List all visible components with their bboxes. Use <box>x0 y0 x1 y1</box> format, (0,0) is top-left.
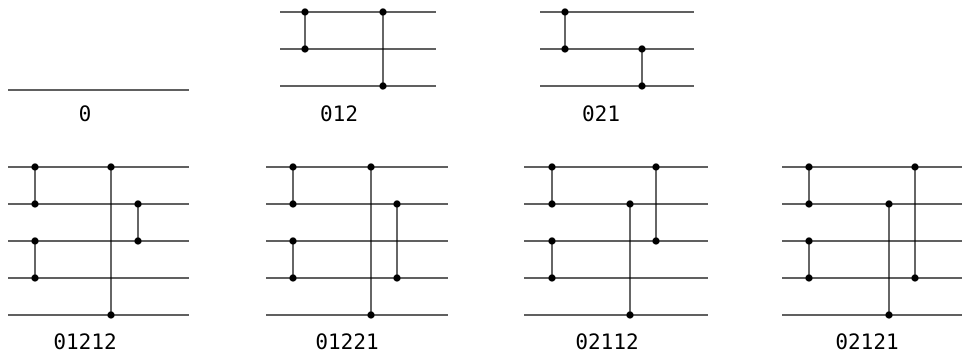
gate-dot <box>626 311 634 319</box>
gate-dot <box>638 82 646 90</box>
diagram-label-02121: 02121 <box>835 330 899 354</box>
gate-dot <box>367 163 375 171</box>
diagram-label-01212: 01212 <box>53 330 117 354</box>
gate-dot <box>379 82 387 90</box>
gate-dot <box>289 237 297 245</box>
gate-dot <box>31 237 39 245</box>
gate-dot <box>289 200 297 208</box>
gate-dot <box>805 163 813 171</box>
gate-dot <box>911 163 919 171</box>
gate-dot <box>31 163 39 171</box>
gate-dot <box>548 200 556 208</box>
diagram-label-01221: 01221 <box>315 330 379 354</box>
gate-dot <box>652 237 660 245</box>
gate-dot <box>393 274 401 282</box>
gate-dot <box>134 237 142 245</box>
gate-dot <box>367 311 375 319</box>
gate-dot <box>548 237 556 245</box>
diagram-label-012: 012 <box>320 102 358 126</box>
gate-dot <box>652 163 660 171</box>
diagram-label-0: 0 <box>78 102 92 126</box>
gate-dot <box>805 200 813 208</box>
diagram-label-021: 021 <box>582 102 620 126</box>
gate-dot <box>31 274 39 282</box>
gate-dot <box>548 274 556 282</box>
gate-dot <box>107 311 115 319</box>
gate-dot <box>548 163 556 171</box>
gate-dot <box>107 163 115 171</box>
gate-dot <box>638 45 646 53</box>
diagram-label-02112: 02112 <box>575 330 639 354</box>
gate-dot <box>885 311 893 319</box>
gate-dot <box>911 274 919 282</box>
gate-dot <box>885 200 893 208</box>
gate-dot <box>393 200 401 208</box>
gate-dot <box>31 200 39 208</box>
gate-dot <box>301 8 309 16</box>
gate-dot <box>626 200 634 208</box>
gate-dot <box>561 8 569 16</box>
gate-dot <box>379 8 387 16</box>
gate-dot <box>289 274 297 282</box>
gate-dot <box>561 45 569 53</box>
gate-dot <box>805 237 813 245</box>
gate-dot <box>134 200 142 208</box>
gate-dot <box>301 45 309 53</box>
gate-dot <box>289 163 297 171</box>
gate-dot <box>805 274 813 282</box>
